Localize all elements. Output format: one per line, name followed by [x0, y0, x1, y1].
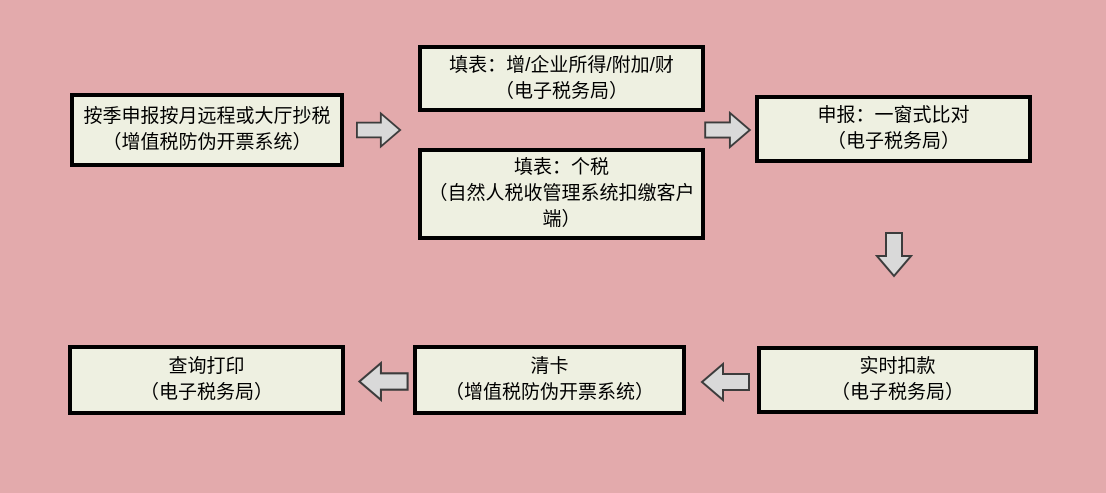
node-title: 清卡	[530, 356, 569, 377]
flow-node-clear-card: 清卡 （增值税防伪开票系统）	[413, 345, 686, 415]
arrow-right-icon	[704, 111, 752, 149]
node-subtitle: （电子税务局）	[494, 80, 628, 102]
node-subtitle: （电子税务局）	[826, 131, 960, 152]
node-subtitle: （增值税防伪开票系统）	[102, 132, 312, 153]
arrow-down-icon	[875, 232, 913, 278]
node-title: 填表：增/企业所得/附加/财	[449, 54, 674, 76]
node-title: 填表：个税	[513, 157, 609, 178]
node-title: 实时扣款	[859, 356, 936, 377]
arrow-left-icon	[700, 362, 750, 402]
flow-node-query-print: 查询打印 （电子税务局）	[68, 345, 345, 415]
node-subtitle: （自然人税收管理系统扣缴客户端）	[428, 183, 695, 230]
flow-node-deduct: 实时扣款 （电子税务局）	[757, 346, 1038, 414]
flow-node-declare: 申报：一窗式比对 （电子税务局）	[755, 95, 1032, 163]
flow-node-copy-tax: 按季申报按月远程或大厅抄税 （增值税防伪开票系统）	[70, 93, 344, 167]
flow-node-form-vat: 填表：增/企业所得/附加/财 （电子税务局）	[418, 45, 705, 112]
arrow-left-icon	[357, 361, 409, 402]
arrow-right-icon	[356, 111, 402, 149]
node-title: 申报：一窗式比对	[817, 105, 970, 126]
flow-node-form-personal: 填表：个税 （自然人税收管理系统扣缴客户端）	[418, 148, 705, 240]
node-subtitle: （电子税务局）	[830, 382, 964, 403]
node-title: 查询打印	[168, 356, 245, 377]
node-subtitle: （增值税防伪开票系统）	[444, 382, 654, 403]
node-subtitle: （电子税务局）	[139, 382, 273, 403]
node-title: 按季申报按月远程或大厅抄税	[83, 106, 331, 127]
